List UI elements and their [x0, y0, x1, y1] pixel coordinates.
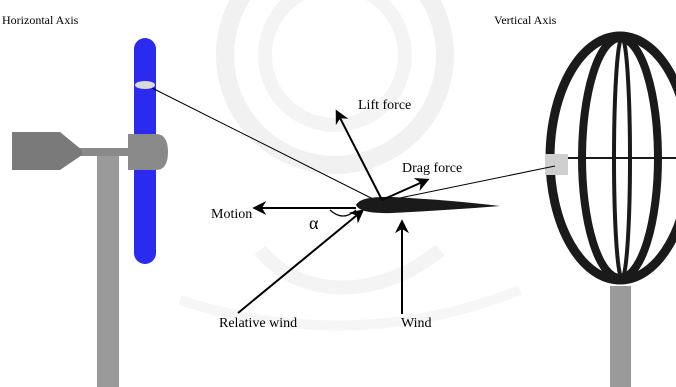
lift-force-arrow [335, 109, 383, 201]
wind-label: Wind [401, 316, 432, 331]
vertical-axis-label: Vertical Axis [494, 13, 557, 27]
drag-force-arrow [381, 178, 430, 201]
vertical-axis-turbine [545, 31, 676, 387]
motion-label: Motion [211, 207, 253, 222]
hawt-tower [97, 150, 119, 387]
vawt-tower [610, 286, 631, 387]
blade-section-marker [135, 81, 155, 89]
hawt-hub [128, 134, 168, 170]
relative-wind-label: Relative wind [219, 316, 298, 331]
relative-wind-arrow [237, 209, 365, 314]
blade-section-marker [545, 154, 568, 175]
alpha-label: α [309, 213, 319, 233]
lift-force-label: Lift force [358, 98, 412, 113]
guide-line-left [151, 87, 376, 201]
watermark-ornament [178, 0, 522, 331]
hawt-shaft [78, 148, 136, 156]
hawt-nacelle [12, 132, 82, 170]
airfoil [356, 196, 500, 214]
horizontal-axis-label: Horizontal Axis [2, 13, 79, 27]
angle-arc [329, 209, 357, 217]
drag-force-label: Drag force [402, 161, 463, 176]
horizontal-axis-turbine [12, 38, 168, 387]
guide-line-right [389, 165, 556, 201]
